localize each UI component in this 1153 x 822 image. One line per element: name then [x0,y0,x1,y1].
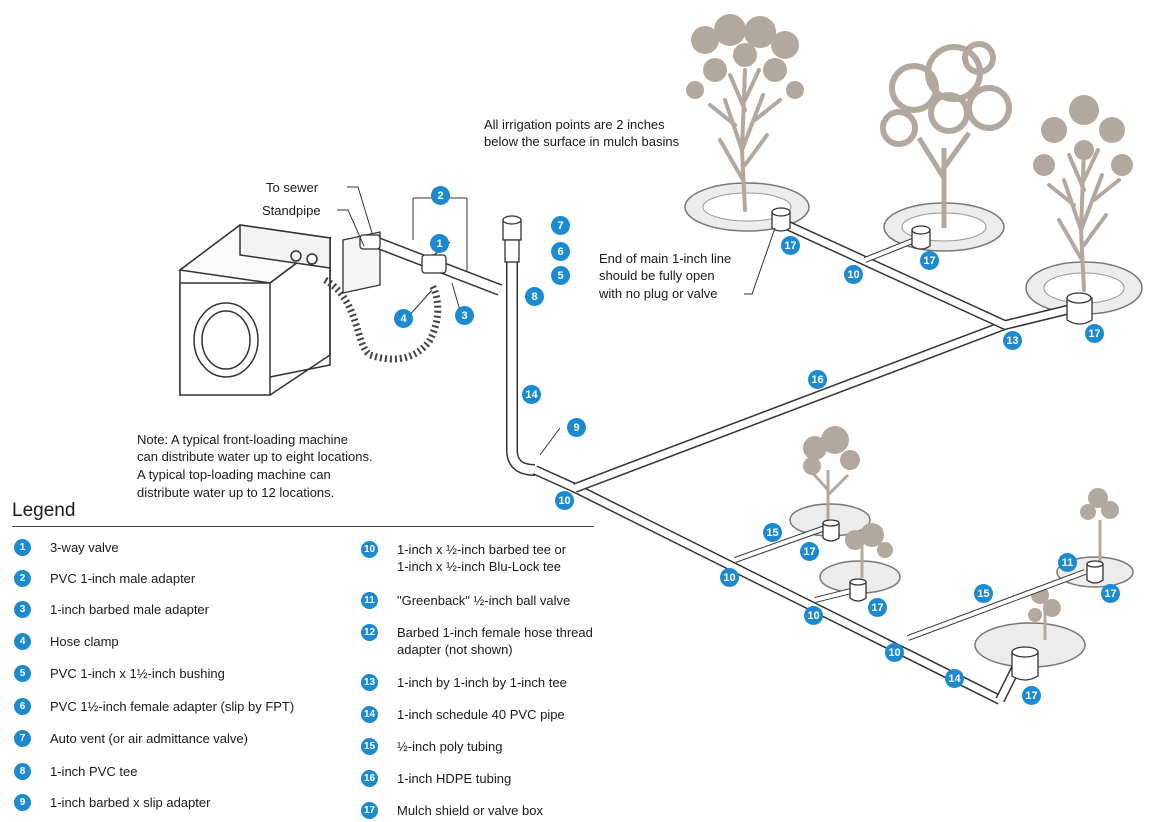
irrigation-note-line2: below the surface in mulch basins [484,134,680,149]
callout-7: 7 [551,216,570,235]
end-main-note-line3: with no plug or valve [599,286,718,301]
trees-bottom [803,426,1119,640]
callout-15-a: 15 [763,523,782,542]
callout-10-lower-b: 10 [804,606,823,625]
legend-badge: 4 [14,633,31,650]
legend-badge: 2 [14,570,31,587]
callout-4: 4 [394,309,413,328]
legend-label: Mulch shield or valve box [397,803,543,818]
legend-badge: 9 [14,794,31,811]
callout-17-d: 17 [800,542,819,561]
auto-vent [502,215,522,263]
tree-top-left [686,14,804,212]
callout-10-main: 10 [555,491,574,510]
legend-label-line2: adapter (not shown) [397,642,513,657]
legend-badge: 10 [361,541,378,558]
valve-boxes [771,207,1104,681]
legend-badge: 16 [361,770,378,787]
legend-badge: 15 [361,738,378,755]
end-main-note-line2: should be fully open [599,268,715,283]
legend-label: Hose clamp [50,634,119,649]
irrigation-note-line1: All irrigation points are 2 inches [484,117,665,132]
tree-top-middle [880,41,1012,228]
callout-8: 8 [525,287,544,306]
legend-label: 1-inch PVC tee [50,764,138,779]
legend-label: 1-inch HDPE tubing [397,771,512,786]
callout-17-c: 17 [1085,324,1104,343]
callout-17-e: 17 [868,598,887,617]
callout-16: 16 [808,370,827,389]
callout-17-a: 17 [781,236,800,255]
machine-note-line2: can distribute water up to eight locatio… [137,449,373,464]
washing-machine [178,224,332,396]
legend-divider [12,526,594,527]
legend-badge: 5 [14,665,31,682]
legend-label: 1-inch barbed x slip adapter [50,795,211,810]
callout-9: 9 [567,418,586,437]
callout-15-b: 15 [974,584,993,603]
legend-badge: 7 [14,730,31,747]
legend-title: Legend [12,500,76,521]
to-sewer-label: To sewer [266,180,319,195]
legend-label: 1-inch barbed male adapter [50,602,209,617]
callout-10-upper: 10 [844,265,863,284]
legend-label: "Greenback" ½-inch ball valve [397,593,571,608]
callout-3: 3 [455,306,474,325]
legend-badge: 6 [14,698,31,715]
callout-17-b: 17 [920,251,939,270]
callout-17-f: 17 [1101,584,1120,603]
legend-label: 3-way valve [50,540,119,555]
callout-13: 13 [1003,331,1022,350]
legend-label: PVC 1½-inch female adapter (slip by FPT) [50,699,295,714]
legend-label: 1-inch by 1-inch by 1-inch tee [397,675,567,690]
machine-note-line1: Note: A typical front-loading machine [137,432,349,447]
legend-badge: 17 [361,802,378,819]
legend-label: PVC 1-inch x 1½-inch bushing [50,666,225,681]
legend-label: ½-inch poly tubing [397,739,503,754]
callout-6: 6 [551,242,570,261]
callout-11: 11 [1058,553,1077,572]
drain-hose [323,276,442,363]
callout-1: 1 [430,234,449,253]
legend-badge: 13 [361,674,378,691]
mulch-basins-bottom [789,503,1134,668]
callout-14-upper: 14 [522,385,541,404]
end-main-note-line1: End of main 1-inch line [599,251,732,266]
callout-14-lower: 14 [945,669,964,688]
legend-label: 1-inch schedule 40 PVC pipe [397,707,565,722]
legend-label: PVC 1-inch male adapter [50,571,196,586]
legend-label: 1-inch x ½-inch barbed tee or [397,542,567,557]
legend-label: Auto vent (or air admittance valve) [50,731,248,746]
legend-badge: 11 [361,592,378,609]
legend-badge: 14 [361,706,378,723]
callout-10-lower-c: 10 [885,643,904,662]
legend-badge: 1 [14,539,31,556]
callout-5: 5 [551,266,570,285]
legend-badge: 12 [361,624,378,641]
callout-2: 2 [431,186,450,205]
callout-17-g: 17 [1022,686,1041,705]
legend-label: Barbed 1-inch female hose thread [397,625,593,640]
three-way-valve [359,234,451,274]
machine-note-line4: distribute water up to 12 locations. [137,485,335,500]
legend-badge: 3 [14,601,31,618]
legend-label-line2: 1-inch x ½-inch Blu-Lock tee [397,559,562,574]
legend-badge: 8 [14,763,31,780]
standpipe-label: Standpipe [262,203,321,218]
tree-top-right [1033,95,1133,292]
machine-note-line3: A typical top-loading machine can [137,467,331,482]
callout-10-lower-a: 10 [720,568,739,587]
